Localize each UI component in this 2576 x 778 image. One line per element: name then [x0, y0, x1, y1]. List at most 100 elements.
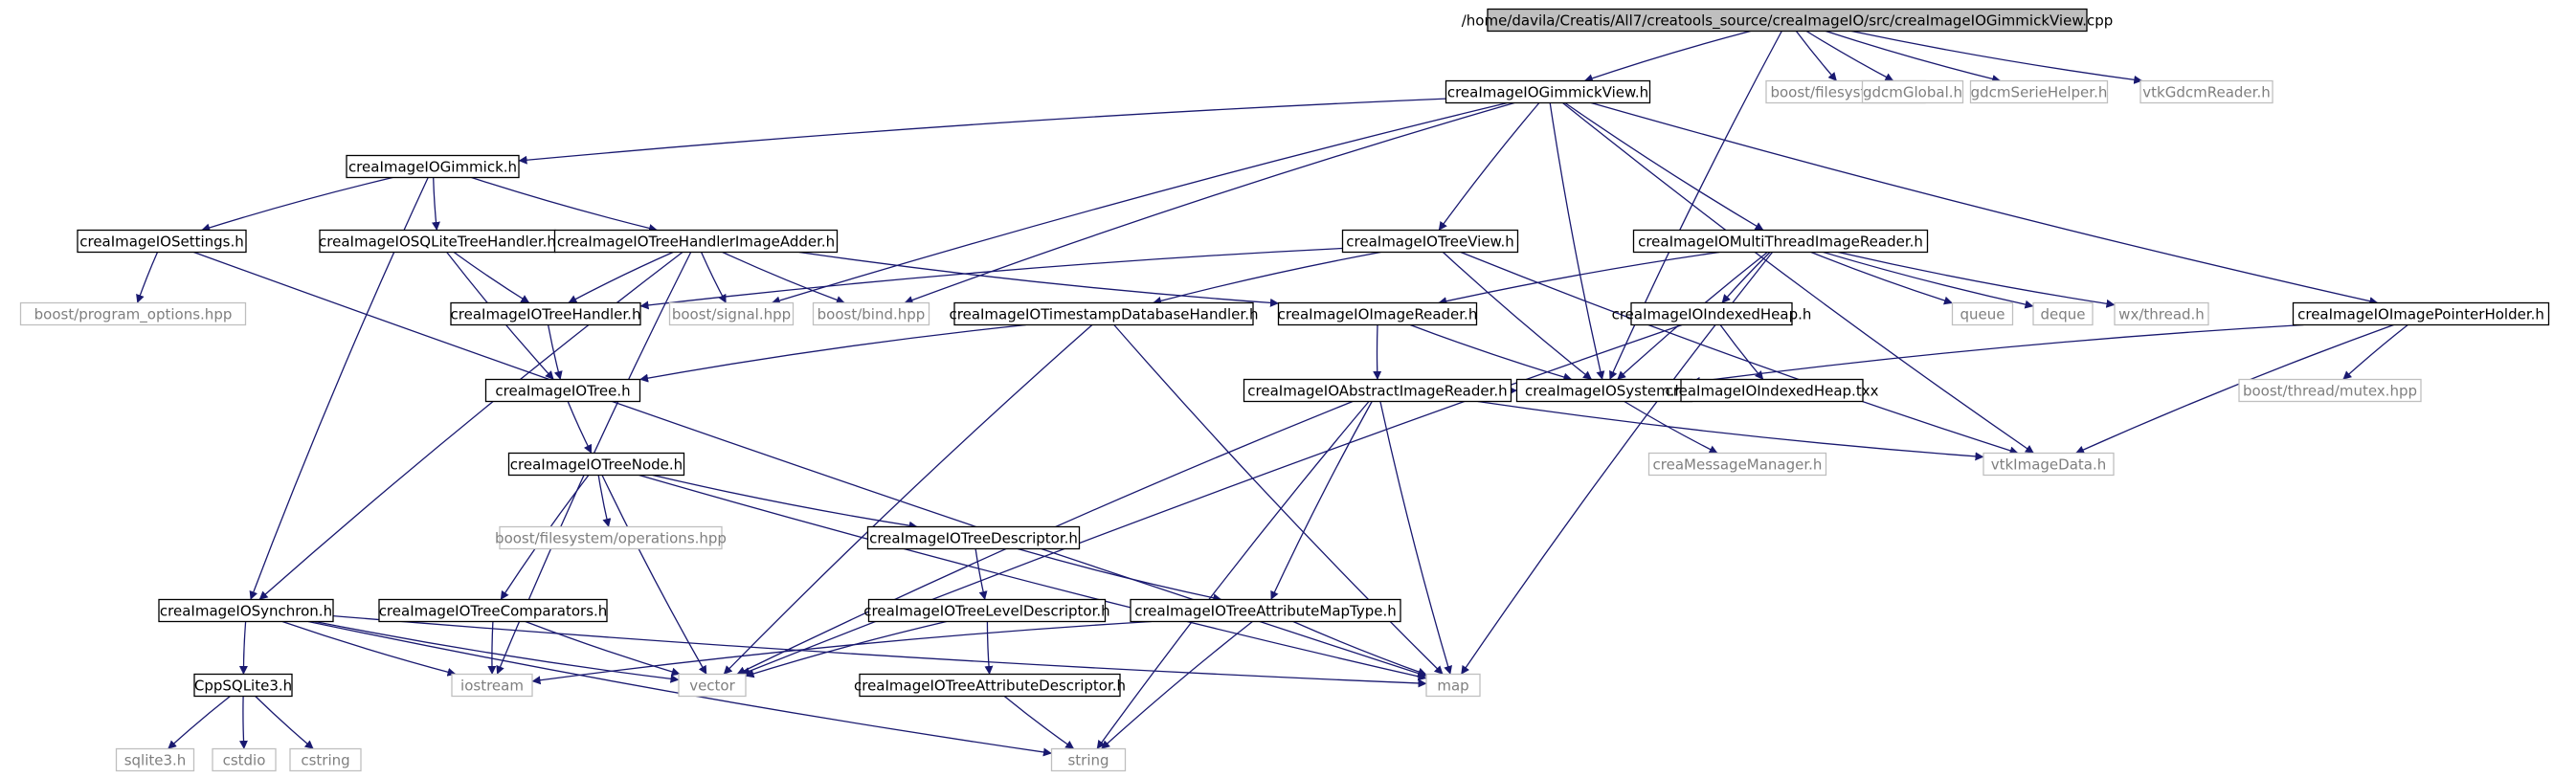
file-node-vector: vector [678, 673, 747, 698]
edge-tld-to-tad [984, 621, 994, 675]
edge-tv-to-tsdh [1153, 251, 1381, 305]
file-node-gv[interactable]: creaImageIOGimmickView.h [1445, 79, 1651, 104]
node-label: queue [1960, 306, 2005, 323]
edge-th-to-tree [547, 324, 563, 380]
node-label: wx/thread.h [2118, 306, 2205, 323]
node-box [2238, 378, 2422, 403]
edge-line [547, 324, 563, 380]
edge-line [136, 252, 159, 303]
edge-line [1153, 251, 1381, 305]
node-label: cstdio [223, 752, 266, 769]
node-label: boost/signal.hpp [672, 306, 791, 323]
node-label: creaImageIOSystem.h [1525, 383, 1684, 400]
edge-tnode-to-map [638, 474, 1427, 681]
edge-line [238, 696, 248, 749]
edge-gv-to-bsig [771, 101, 1508, 305]
node-label: creaImageIOImagePointerHolder.h [2297, 306, 2544, 323]
edge-thia-to-bsig [701, 252, 727, 303]
node-label: CppSQLite3.h [194, 678, 292, 695]
edge-line [771, 101, 1508, 305]
edge-mtir-to-queue [1810, 251, 1953, 305]
edge-line [1438, 102, 1540, 231]
edge-root-to-sys [1609, 31, 1782, 380]
node-box [193, 673, 293, 698]
root-file-node[interactable]: /home/davila/Creatis/All7/creatools_sour… [1462, 8, 2114, 33]
edge-line [314, 620, 680, 683]
node-box [289, 747, 362, 772]
file-node-tree[interactable]: creaImageIOTree.h [484, 378, 641, 403]
file-node-tv[interactable]: creaImageIOTreeView.h [1341, 229, 1519, 254]
edge-line [1691, 323, 2304, 386]
file-node-ihtxx[interactable]: creaImageIOIndexedHeap.txx [1666, 378, 1879, 403]
file-node-iph[interactable]: creaImageIOImagePointerHolder.h [2292, 301, 2550, 326]
node-label: boost/thread/mutex.hpp [2243, 383, 2417, 400]
edge-line [638, 474, 1427, 681]
file-node-air[interactable]: creaImageIOAbstractImageReader.h [1243, 378, 1512, 403]
file-node-tdesc[interactable]: creaImageIOTreeDescriptor.h [866, 525, 1081, 550]
edge-line [431, 177, 440, 231]
edge-gim-to-thia [471, 176, 658, 233]
edge-line [1477, 400, 1984, 461]
edge-line [1624, 400, 1718, 455]
node-box [1861, 79, 1964, 104]
node-label: boost/filesystem/operations.hpp [495, 530, 727, 547]
edge-line [1101, 620, 1253, 749]
edge-line [168, 695, 231, 749]
edge-line [332, 614, 1427, 688]
node-label: vector [689, 678, 735, 695]
file-node-ih[interactable]: creaImageIOIndexedHeap.h [1612, 301, 1812, 326]
file-node-tcmp[interactable]: creaImageIOTreeComparators.h [378, 598, 608, 623]
file-node-tsdh[interactable]: creaImageIOTimestampDatabaseHandler.h [950, 301, 1259, 326]
node-label: creaImageIOSettings.h [79, 233, 244, 251]
file-node-sync[interactable]: creaImageIOSynchron.h [158, 598, 334, 623]
node-label: sqlite3.h [124, 752, 187, 769]
file-node-th[interactable]: creaImageIOTreeHandler.h [450, 301, 641, 326]
edge-sync-to-vector [314, 620, 680, 683]
file-node-sql[interactable]: creaImageIOSQLiteTreeHandler.h [319, 229, 556, 254]
edge-line [1442, 252, 1593, 381]
edge-gim-to-sql [431, 177, 440, 231]
file-node-iostream: iostream [451, 673, 533, 698]
file-node-set[interactable]: creaImageIOSettings.h [77, 229, 247, 254]
edge-line [281, 620, 457, 677]
file-node-sqlite3: sqlite3.h [115, 747, 195, 772]
edge-line [652, 474, 918, 530]
edge-csq-to-cstdio [238, 696, 248, 749]
file-node-string: string [1050, 747, 1127, 772]
file-node-bfso: boost/filesystem/operations.hpp [495, 525, 727, 550]
file-node-tnode[interactable]: creaImageIOTreeNode.h [507, 452, 685, 477]
edge-line [1379, 401, 1452, 675]
file-node-gim[interactable]: creaImageIOGimmick.h [346, 154, 520, 179]
file-node-tamt[interactable]: creaImageIOTreeAttributeMapType.h [1130, 598, 1401, 623]
file-node-tld[interactable]: creaImageIOTreeLevelDescriptor.h [863, 598, 1110, 623]
node-box [484, 378, 641, 403]
edge-gv-to-sys [1549, 102, 1605, 380]
file-node-btm: boost/thread/mutex.hpp [2238, 378, 2422, 403]
edge-line [487, 621, 497, 675]
node-box [378, 598, 608, 623]
file-node-ir[interactable]: creaImageIOImageReader.h [1278, 301, 1478, 326]
node-box [2139, 79, 2274, 104]
edge-sql-to-th [453, 251, 530, 304]
node-box [866, 525, 1081, 550]
edge-gim-to-set [201, 176, 393, 233]
node-label: map [1437, 678, 1468, 695]
edge-line [568, 251, 674, 304]
node-label: iostream [460, 678, 524, 695]
node-box [1630, 301, 1793, 326]
node-box [2032, 301, 2094, 326]
node-box [812, 301, 930, 326]
edge-line [1564, 101, 1764, 232]
edge-line [2342, 323, 2408, 380]
edge-line [1096, 401, 1370, 749]
file-node-csq[interactable]: CppSQLite3.h [193, 673, 293, 698]
node-label: creaImageIOIndexedHeap.h [1612, 306, 1812, 323]
file-node-tad[interactable]: creaImageIOTreeAttributeDescriptor.h [854, 673, 1126, 698]
file-node-mtir[interactable]: creaImageIOMultiThreadImageReader.h [1632, 229, 1929, 254]
edge-line [974, 548, 988, 600]
edge-mtir-to-ir [1438, 251, 1720, 306]
file-node-thia[interactable]: creaImageIOTreeHandlerImageAdder.h [553, 229, 839, 254]
node-label: creaImageIOTreeNode.h [510, 456, 683, 474]
node-box [678, 673, 747, 698]
file-node-sys[interactable]: creaImageIOSystem.h [1515, 378, 1693, 403]
